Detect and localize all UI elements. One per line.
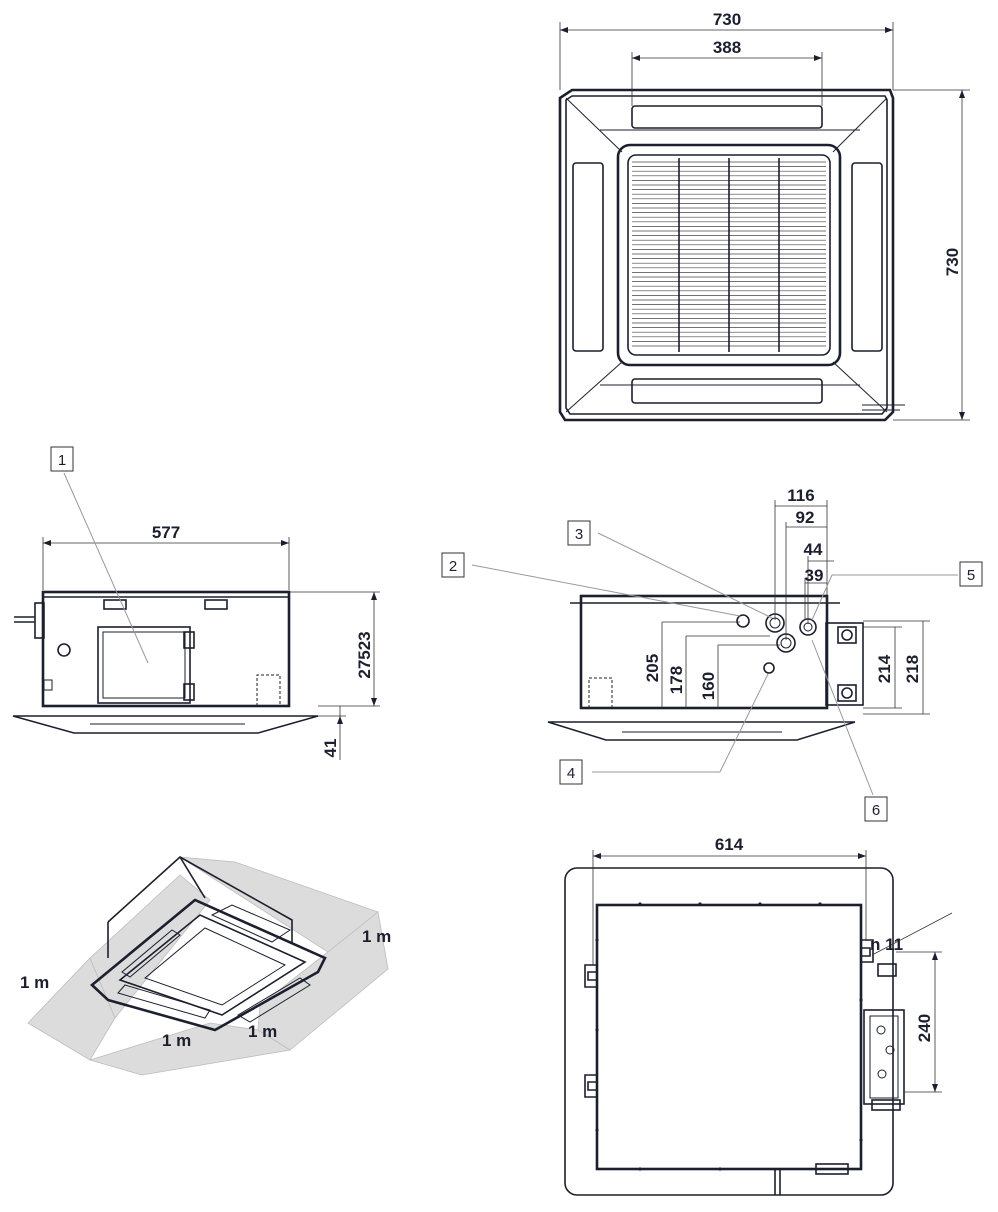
dim-pipe-92: 92	[796, 508, 815, 527]
dim-side-height: 27523	[355, 631, 374, 678]
dim-top-height: 730	[943, 248, 962, 276]
top-view: 730 388 730	[558, 10, 970, 422]
dim-bottom-width: 614	[715, 835, 744, 854]
callout-4: 4	[567, 765, 575, 782]
side-view-left: 577 27523 41 1	[12, 446, 380, 760]
dim-side-panel: 41	[321, 739, 340, 758]
bottom-view: 614 n 11 240	[564, 835, 953, 1196]
side-view-right: 116 92 44 39 205 178 160 214 218 3 2	[441, 486, 983, 822]
dim-h-178: 178	[667, 666, 686, 694]
clearance-left: 1 m	[20, 973, 49, 992]
dim-side-width: 577	[152, 523, 180, 542]
clearance-right: 1 m	[362, 927, 391, 946]
callout-3: 3	[575, 526, 583, 543]
clearance-front-left: 1 m	[162, 1031, 191, 1050]
dim-grille-width: 388	[713, 38, 741, 57]
dim-hole: n 11	[870, 935, 903, 954]
callout-1: 1	[58, 452, 66, 469]
dim-bracket: 240	[915, 1014, 934, 1042]
dim-h-160: 160	[699, 672, 718, 700]
dim-pipe-116: 116	[787, 486, 814, 505]
callout-5: 5	[967, 567, 975, 584]
clearance-front-right: 1 m	[248, 1022, 277, 1041]
dim-h-205: 205	[643, 654, 662, 682]
dim-h-218: 218	[903, 655, 922, 683]
callout-2: 2	[449, 558, 457, 575]
dim-pipe-44: 44	[804, 540, 823, 559]
clearance-view: 1 m 1 m 1 m 1 m	[20, 856, 391, 1076]
dim-pipe-39: 39	[805, 566, 824, 585]
dim-top-width: 730	[713, 10, 741, 29]
callout-6: 6	[872, 802, 880, 819]
dim-h-214: 214	[875, 654, 894, 683]
